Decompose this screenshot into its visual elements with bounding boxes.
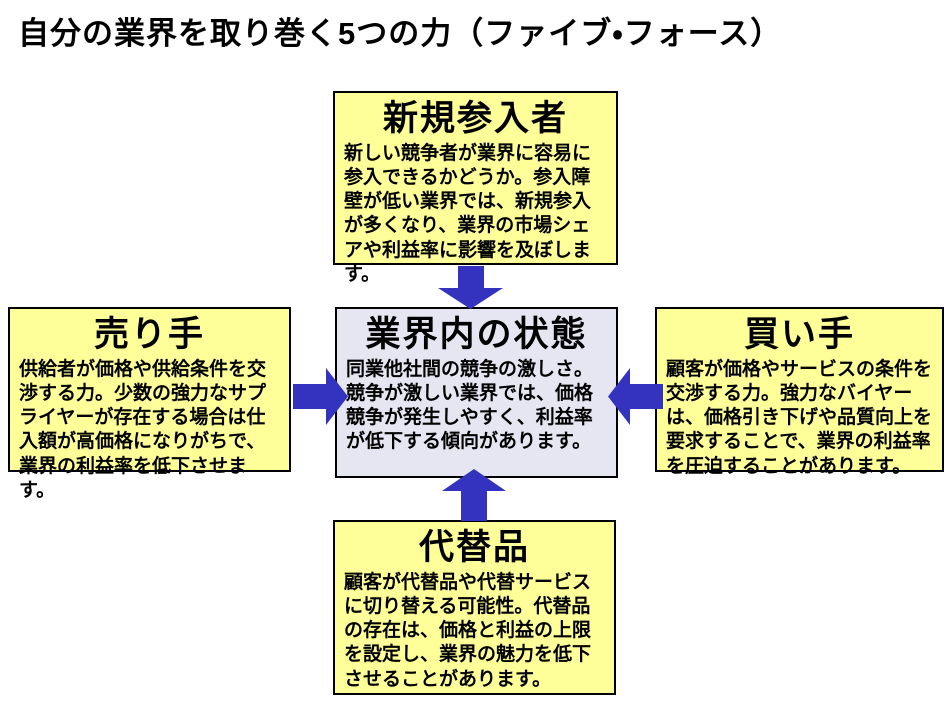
box-substitutes-body: 顧客が代替品や代替サービスに切り替える可能性。代替品の存在は、価格と利益の上限を…: [344, 572, 592, 690]
box-buyers: 買い手 顧客が価格やサービスの条件を交渉する力。強力なバイヤーは、価格引き下げや…: [655, 307, 944, 477]
box-industry-rivalry-body: 同業他社間の競争の激しさ。競争が激しい業界では、価格競争が発生しやすく、利益率が…: [346, 359, 594, 453]
box-industry-rivalry-heading: 業界内の状態: [365, 315, 588, 354]
arrow-left-shape: [608, 368, 663, 425]
box-suppliers-heading: 売り手: [93, 315, 205, 354]
box-new-entrants-body: 新しい競争者が業界に容易に参入できるかどうか。参入障壁が低い業界では、新規参入が…: [344, 143, 592, 285]
box-buyers-heading: 買い手: [743, 315, 855, 354]
arrow-up-shape: [442, 469, 506, 521]
arrow-right-icon: [293, 368, 348, 425]
arrow-down-shape: [438, 266, 503, 309]
page-title: 自分の業界を取り巻く5つの力（ファイブ・フォース）: [18, 16, 783, 51]
box-suppliers-body: 供給者が価格や供給条件を交渉する力。少数の強力なサプライヤーが存在する場合は仕入…: [19, 359, 267, 501]
arrow-right-shape: [293, 368, 348, 425]
arrow-left-icon: [608, 368, 663, 425]
box-buyers-body: 顧客が価格やサービスの条件を交渉する力。強力なバイヤーは、価格引き下げや品質向上…: [666, 359, 933, 477]
arrow-up-icon: [442, 469, 506, 521]
box-substitutes-heading: 代替品: [418, 528, 530, 567]
box-industry-rivalry: 業界内の状態 同業他社間の競争の激しさ。競争が激しい業界では、価格競争が発生しや…: [335, 307, 618, 478]
box-substitutes: 代替品 顧客が代替品や代替サービスに切り替える可能性。代替品の存在は、価格と利益…: [333, 520, 616, 695]
arrow-down-icon: [438, 266, 503, 309]
box-suppliers: 売り手 供給者が価格や供給条件を交渉する力。少数の強力なサプライヤーが存在する場…: [8, 307, 291, 501]
box-new-entrants: 新規参入者 新しい競争者が業界に容易に参入できるかどうか。参入障壁が低い業界では…: [333, 91, 618, 285]
box-new-entrants-heading: 新規参入者: [382, 99, 568, 138]
